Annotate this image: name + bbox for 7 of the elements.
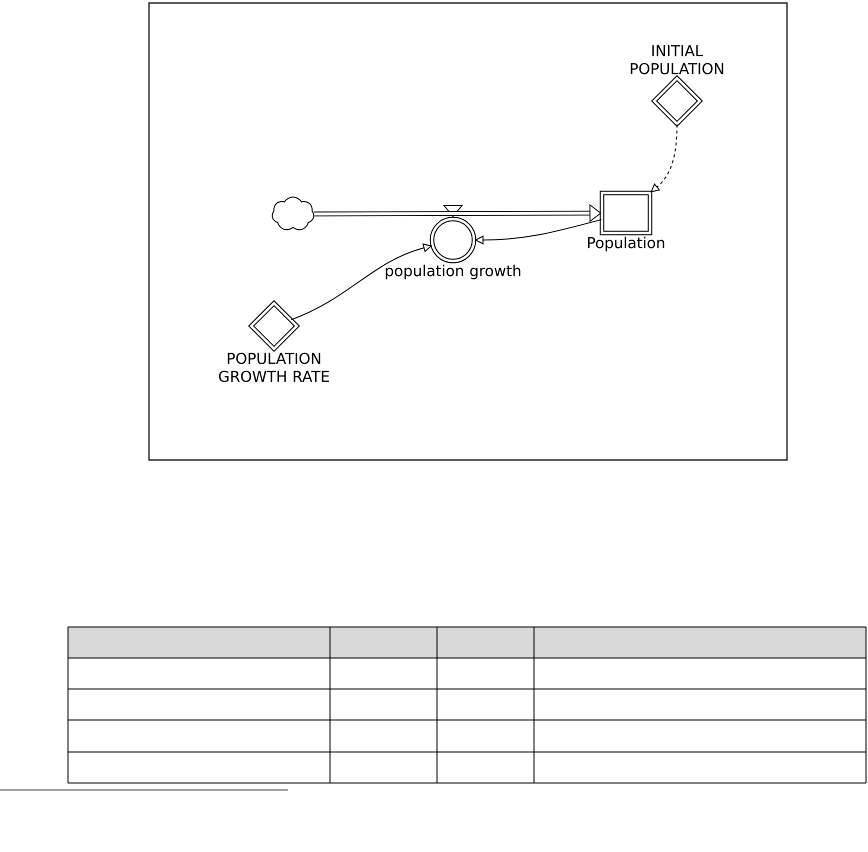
node-label: POPULATION GROWTH RATE [219, 352, 329, 382]
cloud-symbol [272, 196, 314, 230]
node-label: INITIAL POPULATION [630, 45, 724, 74]
node-label: Population [588, 236, 664, 252]
stock-box: Population [588, 190, 664, 252]
node-label: population growth [386, 264, 520, 280]
flow-valve: population growth [386, 205, 520, 280]
